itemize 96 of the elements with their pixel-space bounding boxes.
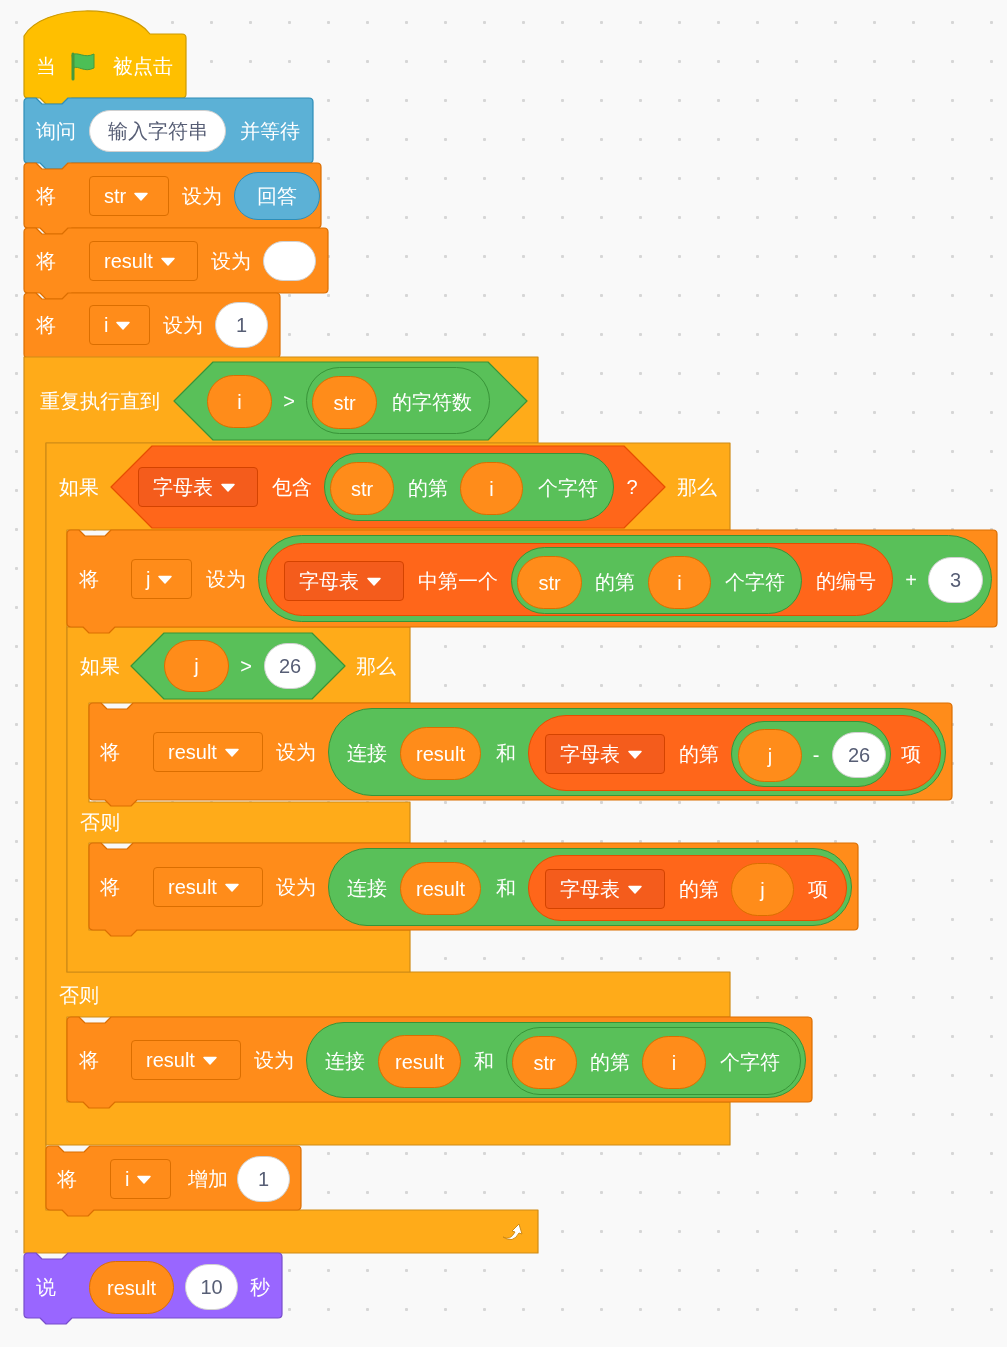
block-label: 连接	[325, 1051, 365, 1071]
block-label: 设为	[211, 251, 251, 271]
block-label: 的第	[408, 478, 448, 498]
reporter-block	[306, 367, 490, 434]
block-label: 项	[901, 744, 921, 764]
reporter-block: result	[400, 862, 481, 915]
block-label: 包含	[272, 477, 312, 497]
input-field: 26	[832, 732, 886, 778]
block-label: 个字符	[725, 572, 785, 592]
block-label: 如果	[59, 477, 99, 497]
block-label: 个字符	[538, 478, 598, 498]
block-label: 询问	[36, 121, 76, 141]
reporter-block: result	[378, 1035, 461, 1088]
block-label: 当	[36, 56, 56, 76]
block-label: >	[240, 656, 252, 676]
block-label: -	[812, 745, 820, 765]
reporter-block: str	[312, 376, 377, 429]
block-label: 的编号	[816, 571, 876, 591]
block-label: 项	[808, 879, 828, 899]
dropdown-menu: result	[89, 241, 198, 281]
reporter-block: str	[517, 556, 582, 609]
reporter-block	[528, 855, 847, 921]
command-block	[89, 843, 858, 938]
block-label: 和	[496, 878, 516, 898]
block-label: 那么	[356, 656, 396, 676]
reporter-block: j	[731, 863, 794, 916]
block-label: 设为	[254, 1050, 294, 1070]
command-block	[67, 530, 997, 635]
command-block	[89, 703, 952, 808]
reporter-block: i	[648, 556, 711, 609]
block-label: 将	[100, 877, 120, 897]
block-label: 将	[100, 742, 120, 762]
block-label: 秒	[250, 1277, 270, 1297]
block-label: 设为	[182, 186, 222, 206]
command-block	[24, 228, 328, 301]
block-label: 被点击	[113, 56, 173, 76]
reporter-block: j	[738, 729, 802, 782]
reporter-block: str	[330, 462, 394, 515]
block-label: 和	[474, 1051, 494, 1071]
boolean-block	[111, 446, 665, 528]
block-label: 否则	[80, 812, 120, 832]
block-label: 设为	[276, 877, 316, 897]
block-label: +	[905, 570, 917, 590]
dropdown-menu: result	[153, 732, 263, 772]
reporter-block: str	[512, 1036, 577, 1089]
block-label: 个字符	[720, 1052, 780, 1072]
command-block	[46, 1146, 301, 1218]
dropdown-menu: i	[89, 305, 150, 345]
block-label: 说	[36, 1277, 56, 1297]
dropdown-menu: 字母表	[545, 734, 665, 774]
dropdown-menu: i	[110, 1159, 171, 1199]
block-label: 的第	[679, 879, 719, 899]
reporter-block	[506, 1027, 801, 1095]
block-label: 设为	[163, 315, 203, 335]
reporter-block: i	[642, 1036, 706, 1089]
input-field: 输入字符串	[89, 110, 226, 152]
reporter-block	[528, 715, 941, 791]
block-label: 将	[79, 1050, 99, 1070]
block-label: 否则	[59, 985, 99, 1005]
command-block	[24, 1253, 282, 1326]
reporter-block: i	[460, 462, 523, 515]
block-label: 设为	[276, 742, 316, 762]
block-label: 的字符数	[392, 392, 472, 412]
block-label: 那么	[677, 477, 717, 497]
reporter-block: result	[400, 727, 481, 780]
block-label: 中第一个	[418, 571, 498, 591]
block-label: 设为	[206, 569, 246, 589]
block-label: 和	[496, 743, 516, 763]
block-label: 连接	[347, 878, 387, 898]
dropdown-menu: j	[131, 559, 192, 599]
reporter-block	[266, 543, 893, 616]
dropdown-menu: result	[153, 867, 263, 907]
input-field: 3	[928, 557, 983, 603]
dropdown-menu: 字母表	[545, 869, 665, 909]
block-label: 的第	[679, 744, 719, 764]
block-label: 如果	[80, 656, 120, 676]
command-block	[67, 1017, 812, 1110]
block-label: 将	[36, 251, 56, 271]
block-label: 重复执行直到	[40, 391, 160, 411]
boolean-block	[131, 633, 345, 699]
block-label: 将	[57, 1169, 77, 1189]
block-label: 连接	[347, 743, 387, 763]
block-label: 将	[36, 186, 56, 206]
block-label: >	[283, 391, 295, 411]
block-label: 的第	[595, 572, 635, 592]
dropdown-menu: str	[89, 176, 169, 216]
block-label: ?	[626, 477, 638, 497]
block-label: 并等待	[240, 121, 300, 141]
block-label: 将	[36, 315, 56, 335]
block-label: 增加	[188, 1169, 228, 1189]
block-label: 将	[79, 569, 99, 589]
hat-block	[24, 12, 186, 106]
dropdown-menu: 字母表	[138, 467, 258, 507]
dropdown-menu: result	[131, 1040, 241, 1080]
dropdown-menu: 字母表	[284, 561, 404, 601]
block-label: 的第	[590, 1052, 630, 1072]
